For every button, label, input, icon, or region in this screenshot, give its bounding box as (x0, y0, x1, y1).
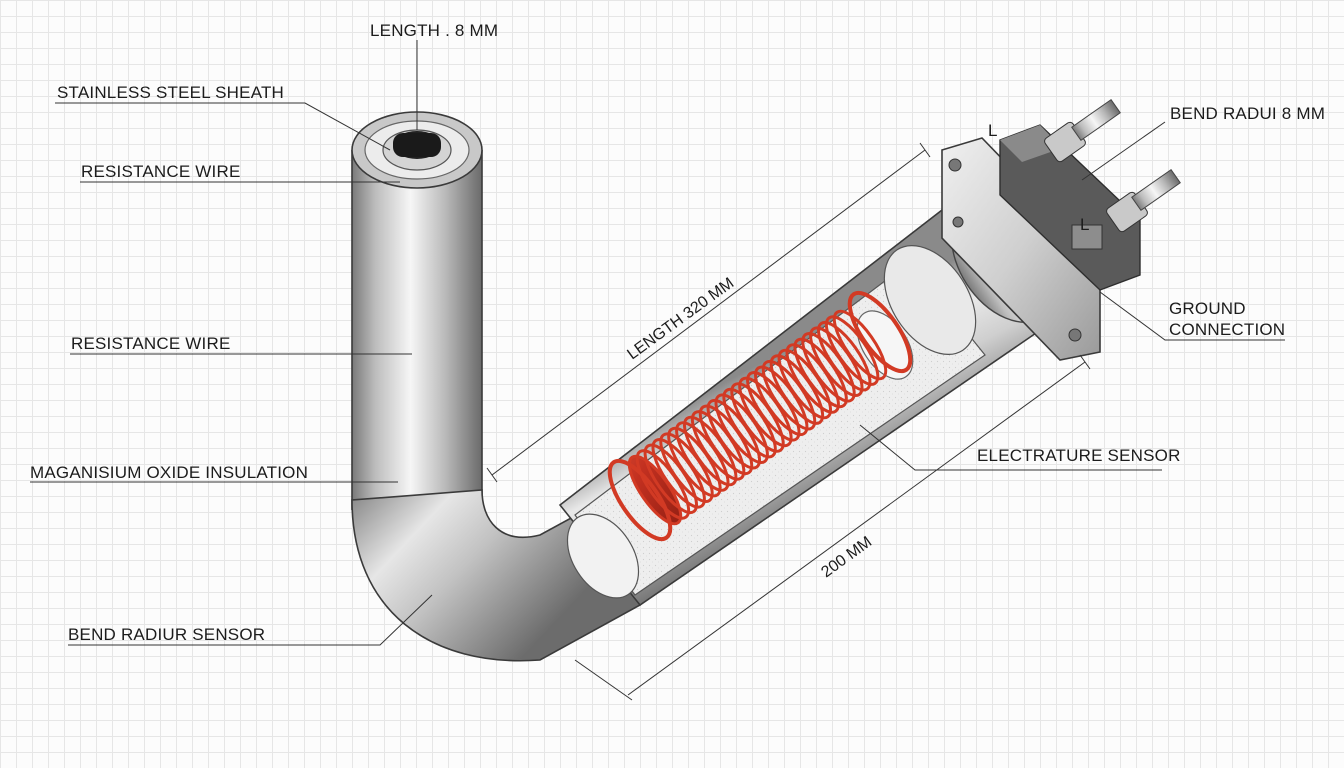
label-mgo-insulation: MAGANISIUM OXIDE INSULATION (30, 463, 308, 482)
label-terminal-l2: L (1080, 215, 1090, 234)
coil-winding (817, 320, 872, 392)
dimension-lines (416, 40, 1091, 701)
ground-terminal (1071, 224, 1103, 250)
label-bend-radius-8: BEND RADUI 8 MM (1170, 104, 1325, 123)
vertical-tube (352, 150, 482, 510)
heater-tube (351, 111, 1064, 662)
label-electrature-sensor: ELECTRATURE SENSOR (977, 446, 1181, 465)
label-resistance-wire-1: RESISTANCE WIRE (81, 162, 240, 181)
label-stainless-sheath: STAINLESS STEEL SHEATH (57, 83, 284, 102)
label-length-320: LENGTH 320 MM (624, 275, 737, 363)
flange-bolt-hole (952, 216, 964, 228)
coil-end-ring (607, 458, 673, 542)
label-dim-200: 200 MM (818, 534, 875, 582)
coil-winding (832, 309, 888, 381)
label-bend-radius-sensor: BEND RADIUR SENSOR (68, 625, 265, 644)
coil-end-ring (847, 290, 913, 374)
flange-bolt-hole (1068, 328, 1082, 342)
terminal-flange (941, 98, 1181, 361)
flange-bolt-hole (948, 158, 962, 172)
terminal-stud-2 (1106, 168, 1181, 233)
label-ground-line2: CONNECTION (1169, 320, 1285, 339)
resistance-coil (607, 290, 913, 542)
label-terminal-l1: L (988, 121, 998, 140)
label-top-length: LENGTH . 8 MM (370, 21, 498, 40)
label-resistance-wire-2: RESISTANCE WIRE (71, 334, 230, 353)
label-ground-line1: GROUND (1169, 299, 1246, 318)
leader-lines (30, 102, 1285, 646)
terminal-stud-1 (1044, 98, 1121, 163)
